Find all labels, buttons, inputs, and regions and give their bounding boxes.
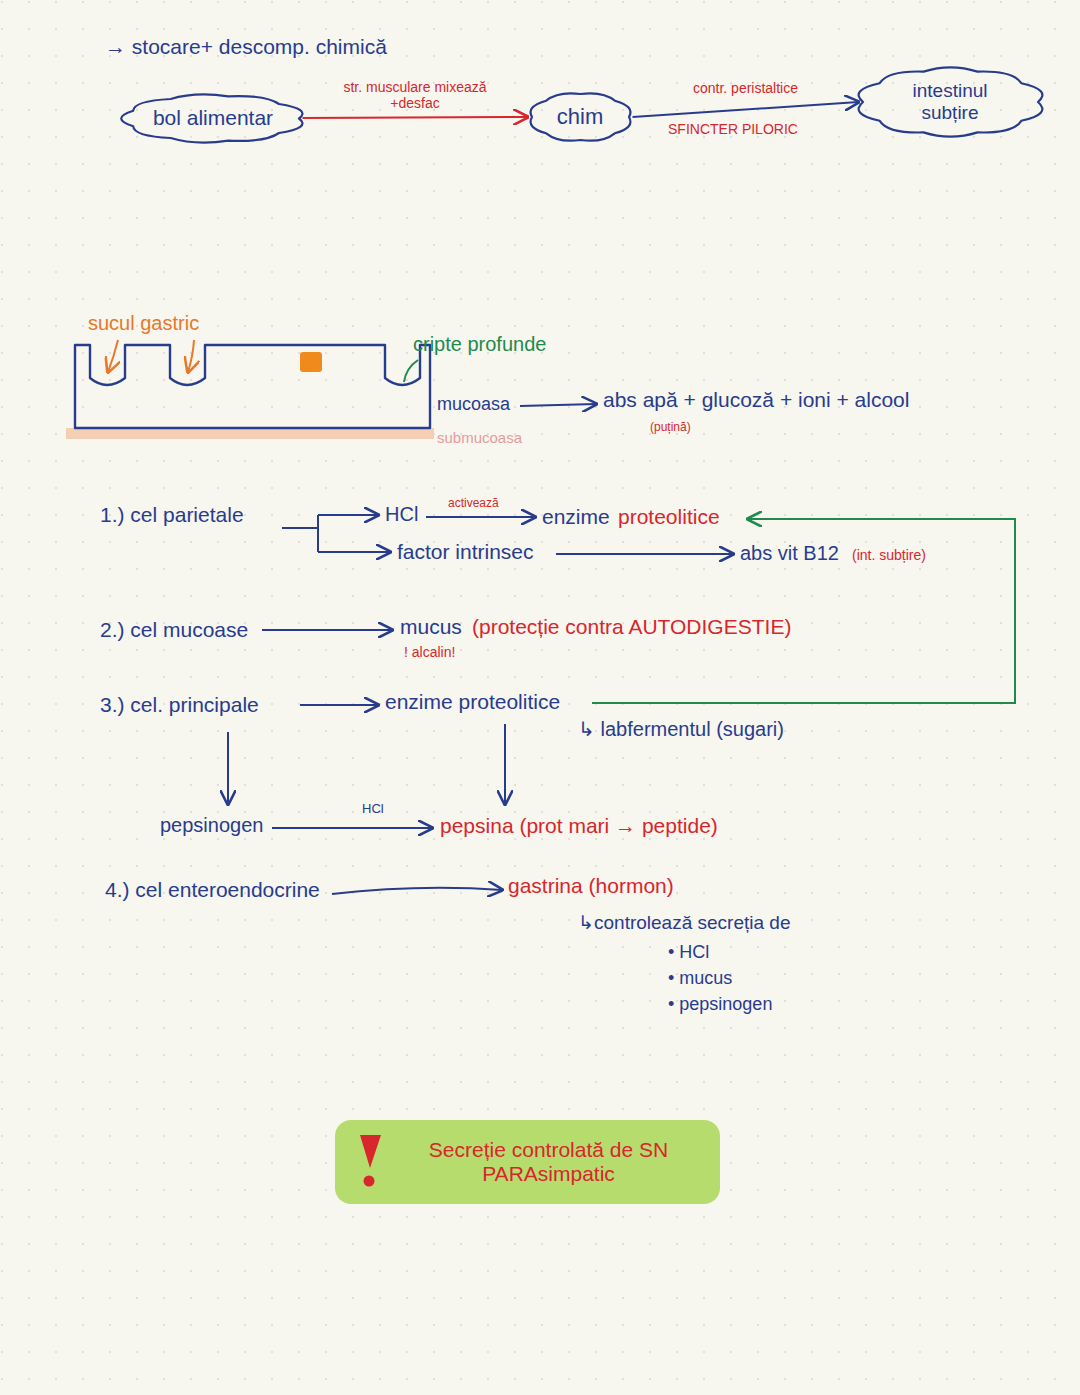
leader-line (404, 360, 418, 382)
gastric-cell (300, 352, 322, 372)
flow-arrow (303, 117, 528, 118)
note-text: (puțină) (650, 421, 691, 435)
submucosa-band (66, 428, 434, 439)
note-text: ↳controlează secreția de (578, 912, 790, 934)
substance-label: pepsina (prot mari → peptide) (440, 814, 718, 838)
substance-label: gastrina (hormon) (508, 874, 674, 898)
warning-icon (364, 1176, 375, 1187)
cloud-outline (121, 94, 302, 142)
arrow (556, 553, 733, 555)
part-label: submucoasa (437, 429, 522, 446)
action-label: activează (448, 497, 499, 511)
warning-icon (355, 1132, 385, 1192)
node-text: Secreție controlată de SN PARAsimpatic (401, 1138, 696, 1186)
arrow (520, 404, 596, 406)
note-text: abs vit B12 (740, 542, 839, 565)
heading-note: → stocare+ descomp. chimică (105, 35, 387, 59)
substance-label: HCl (362, 802, 384, 817)
arrow (300, 704, 378, 706)
substance-label: pepsinogen (160, 814, 263, 837)
cell-label: 2.) cel mucoase (100, 618, 248, 642)
cloud-node: chim (525, 87, 636, 147)
sphincter-label: SFINCTER PILORIC (668, 121, 798, 137)
substance-label: proteolitice (618, 505, 720, 529)
note-text: (protecție contra AUTODIGESTIE) (472, 615, 791, 639)
edge-label: str. musculare mixează +desfac (340, 79, 490, 111)
substance-label: mucus (400, 615, 462, 639)
node-text: bol alimentar (153, 106, 273, 130)
arrow (426, 516, 535, 518)
node-text: chim (557, 104, 603, 129)
arrow (318, 514, 378, 516)
substance-label: HCl (385, 503, 418, 526)
note-text: ↳ labfermentul (sugari) (578, 718, 784, 741)
note-text: ! alcalin! (404, 644, 455, 660)
warning-icon (360, 1135, 381, 1168)
feedback-line (592, 519, 1015, 703)
cell-label: 1.) cel parietale (100, 503, 244, 527)
list-item: • mucus (668, 968, 732, 989)
cloud-node: bol alimentar (121, 89, 306, 148)
mucosa-outline (75, 345, 430, 428)
node-text: intestinul subțire (888, 80, 1013, 124)
cloud-node: intestinul subțire (856, 63, 1045, 141)
cloud-outline (858, 67, 1042, 136)
cell-label: 4.) cel enteroendocrine (105, 878, 320, 902)
cloud-outline (530, 93, 630, 140)
note-text: (int. subțire) (852, 547, 926, 563)
flow-arrow (633, 102, 859, 117)
substance-label: enzime proteolitice (385, 690, 560, 714)
bracket (282, 515, 318, 552)
arrow (227, 732, 229, 804)
arrow (332, 888, 502, 894)
cell-label: 3.) cel. principale (100, 693, 259, 717)
juice-arrow (188, 340, 194, 372)
juice-arrow (108, 340, 118, 372)
substance-label: enzime (542, 505, 610, 529)
part-label: cripte profunde (413, 333, 546, 356)
arrow (504, 724, 506, 804)
arrow (262, 629, 392, 631)
part-label: sucul gastric (88, 312, 199, 335)
list-item: • HCl (668, 942, 709, 963)
list-item: • pepsinogen (668, 994, 772, 1015)
part-label: mucoasa (437, 394, 510, 415)
arrow (318, 551, 390, 553)
substance-label: factor intrinsec (397, 540, 534, 564)
arrow (272, 827, 432, 829)
note-text: abs apă + glucoză + ioni + alcool (603, 388, 909, 412)
edge-label: contr. peristaltice (661, 80, 831, 96)
note-box: Secreție controlată de SN PARAsimpatic (335, 1120, 720, 1204)
